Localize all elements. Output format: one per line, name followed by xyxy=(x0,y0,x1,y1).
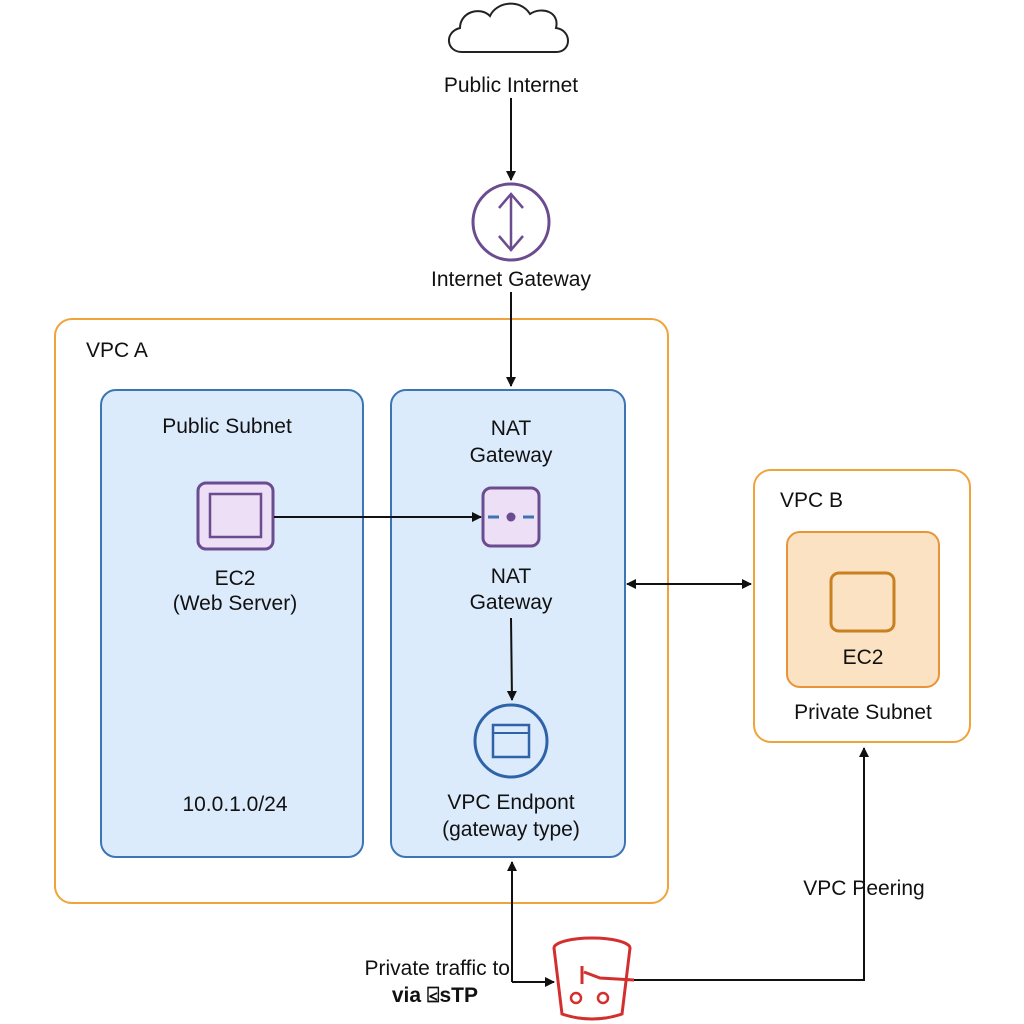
vpc-peering-label: VPC Peering xyxy=(803,877,925,900)
bucket-label-line2: via ⍃sTP xyxy=(391,984,478,1007)
nat-subnet-title-line1: NAT xyxy=(490,417,532,440)
public-subnet-cidr: 10.0.1.0/24 xyxy=(182,793,288,816)
nat-gateway-label-line1: NAT xyxy=(490,565,532,588)
ec2-label-line2: (Web Server) xyxy=(172,592,298,615)
ec2-icon xyxy=(196,481,275,551)
s3-bucket-icon xyxy=(552,936,635,1021)
ec2-b-label: EC2 xyxy=(842,646,884,669)
nat-subnet-container xyxy=(390,389,626,858)
vpc-a-title: VPC A xyxy=(86,339,148,362)
internet-gateway-icon xyxy=(471,182,551,262)
public-subnet-container xyxy=(100,389,364,858)
vpc-b-title: VPC B xyxy=(780,489,844,512)
nat-subnet-title-line2: Gateway xyxy=(469,444,553,467)
bucket-label-line1: Private traffic to xyxy=(364,957,510,980)
public-subnet-title: Public Subnet xyxy=(162,415,292,438)
nat-gateway-label-line2: Gateway xyxy=(469,591,553,614)
cloud-icon xyxy=(448,2,569,53)
internet-gateway-label: Internet Gateway xyxy=(431,268,591,291)
vpc-endpoint-icon xyxy=(473,703,549,779)
arrow-nat-to-endpoint xyxy=(506,617,517,701)
ec2-b-icon xyxy=(829,571,896,633)
ec2-label-line1: EC2 xyxy=(214,567,256,590)
vpc-endpoint-label-line2: (gateway type) xyxy=(442,818,580,841)
arrow-peering-to-vpc-b xyxy=(634,747,869,981)
nat-gateway-icon xyxy=(481,486,541,548)
vpc-endpoint-label-line1: VPC Endpont xyxy=(447,791,575,814)
private-subnet-label: Private Subnet xyxy=(794,701,932,724)
public-internet-label: Public Internet xyxy=(443,74,579,97)
